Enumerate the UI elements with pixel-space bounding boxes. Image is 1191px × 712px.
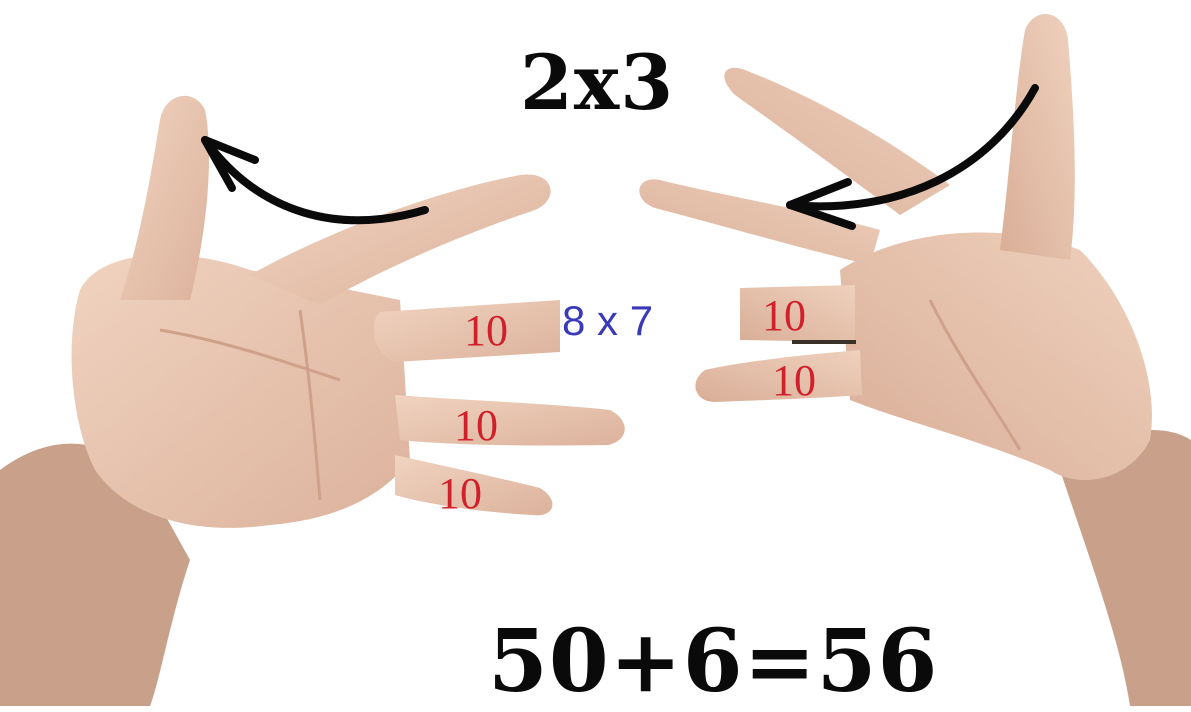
left-ring-finger	[395, 395, 625, 445]
right-thumb	[1000, 14, 1075, 260]
left-middle-label: 10	[454, 401, 498, 450]
right-middle-label: 10	[772, 356, 816, 405]
bottom-caption: 50+6=56	[488, 612, 938, 712]
curved-arrow-left-icon	[205, 140, 425, 220]
left-ring-label: 10	[438, 469, 482, 518]
left-index-finger	[250, 174, 551, 305]
top-caption: 2x3	[520, 38, 674, 128]
left-index-label: 10	[464, 306, 508, 355]
right-index-label: 10	[762, 291, 806, 340]
left-thumb	[120, 96, 209, 300]
right-hand	[639, 14, 1191, 706]
equation-label: 8 x 7	[562, 297, 653, 344]
right-palm	[840, 233, 1152, 480]
